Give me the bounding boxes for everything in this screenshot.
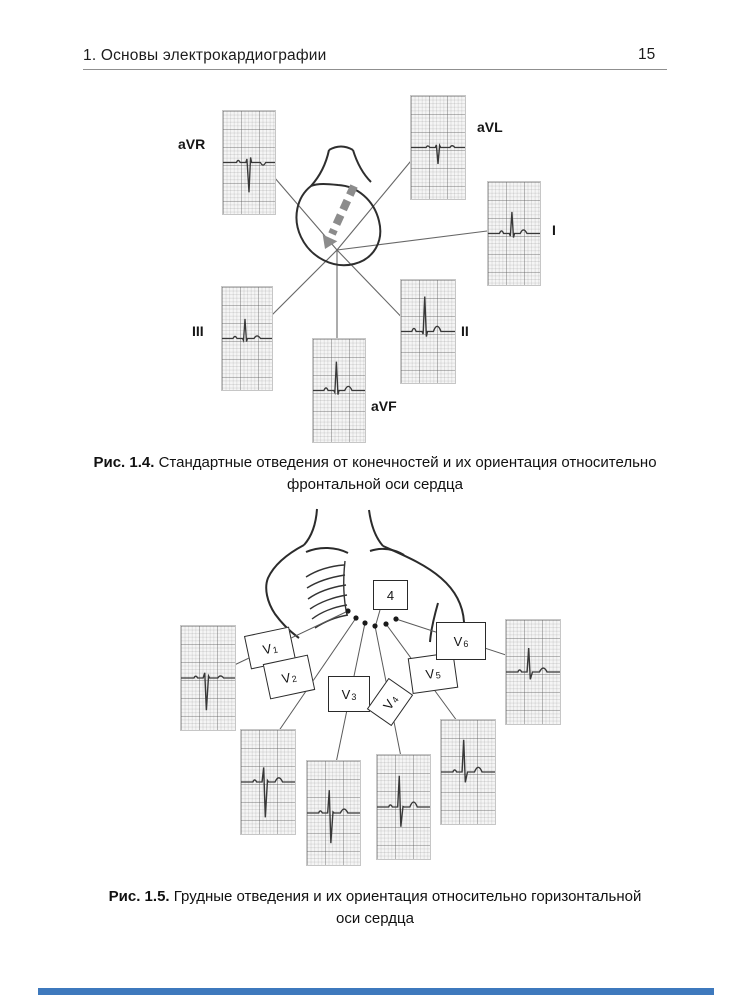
lead-label-iii: III xyxy=(192,323,204,339)
caption-number: Рис. 1.4. xyxy=(93,454,155,471)
lead-subscript: 6 xyxy=(463,639,469,649)
heart-silhouette xyxy=(295,145,382,267)
lead-subscript: 5 xyxy=(435,669,442,681)
lead-axis-lines xyxy=(254,149,496,348)
caption-line-2: оси сердца xyxy=(336,909,414,927)
ecg-waveform-iii xyxy=(222,318,272,344)
caption-text: Грудные отведения и их ориентация относи… xyxy=(173,888,642,905)
ecg-strip-v4 xyxy=(376,754,431,860)
lead-label-avr: aVR xyxy=(178,136,206,152)
lead-letter: V xyxy=(261,640,273,657)
caption-line-1: Рис. 1.5. Грудные отведения и их ориента… xyxy=(0,886,750,908)
caption-line-1: Рис. 1.4. Стандартные отведения от конеч… xyxy=(0,452,750,474)
electrode-dots xyxy=(345,608,399,629)
heart-axis-arrow xyxy=(322,184,358,249)
ecg-strip-ii xyxy=(400,279,456,384)
figure-1-4-caption: Рис. 1.4. Стандартные отведения от конеч… xyxy=(0,452,750,496)
ecg-strip-avl xyxy=(410,95,466,200)
page-bottom-accent xyxy=(38,988,714,995)
ecg-waveform-avf xyxy=(313,361,365,396)
ecg-strip-v5 xyxy=(440,719,496,825)
lead-label-avf: aVF xyxy=(371,398,397,414)
ecg-waveform-v5 xyxy=(441,739,495,783)
ecg-strip-i xyxy=(487,181,541,286)
caption-line-2: фронтальной оси сердца xyxy=(286,475,463,493)
lead-label-i: I xyxy=(552,222,556,238)
ecg-waveform-i xyxy=(488,211,540,238)
ecg-strip-v2 xyxy=(240,729,296,835)
lead-letter: V xyxy=(280,669,292,686)
ecg-waveform-avr xyxy=(223,157,275,193)
lead-subscript: 3 xyxy=(351,692,357,702)
ecg-waveform-ii xyxy=(401,296,455,337)
page-number: 15 xyxy=(638,46,656,63)
figure-limb-leads: aVR aVL I III II aVF xyxy=(0,80,750,452)
ecg-waveform-v3 xyxy=(307,790,360,844)
figure-1-5-caption: Рис. 1.5. Грудные отведения и их ориента… xyxy=(0,886,750,930)
ribs-and-sternum xyxy=(305,560,349,629)
ecg-strip-v3 xyxy=(306,760,361,866)
ecg-waveform-v6 xyxy=(506,648,560,680)
ecg-strip-avf xyxy=(312,338,366,443)
intercostal-marker-4: 4 xyxy=(373,580,408,610)
ecg-waveform-v1 xyxy=(181,672,235,711)
lead-subscript: 1 xyxy=(271,644,279,656)
lead-label-avl: aVL xyxy=(477,119,503,135)
ecg-strip-avr xyxy=(222,110,276,215)
ecg-strip-iii xyxy=(221,286,273,391)
chapter-title: 1. Основы электрокардиографии xyxy=(83,47,327,64)
ecg-waveform-v4 xyxy=(377,775,430,827)
lead-letter: V xyxy=(424,665,436,682)
lead-letter: V xyxy=(341,686,351,702)
ecg-strip-v1 xyxy=(180,625,236,731)
intercostal-marker-label: 4 xyxy=(386,587,395,603)
lead-subscript: 2 xyxy=(290,673,298,685)
caption-number: Рис. 1.5. xyxy=(108,888,170,905)
ecg-waveform-avl xyxy=(411,143,465,165)
lead-letter: V xyxy=(453,633,463,649)
caption-text: Стандартные отведения от конечностей и и… xyxy=(158,454,657,471)
limb-leads-diagram xyxy=(254,145,496,348)
ecg-strip-v6 xyxy=(505,619,561,725)
lead-label-ii: II xyxy=(461,323,469,339)
ecg-waveform-v2 xyxy=(241,767,295,818)
header-rule xyxy=(83,69,667,70)
